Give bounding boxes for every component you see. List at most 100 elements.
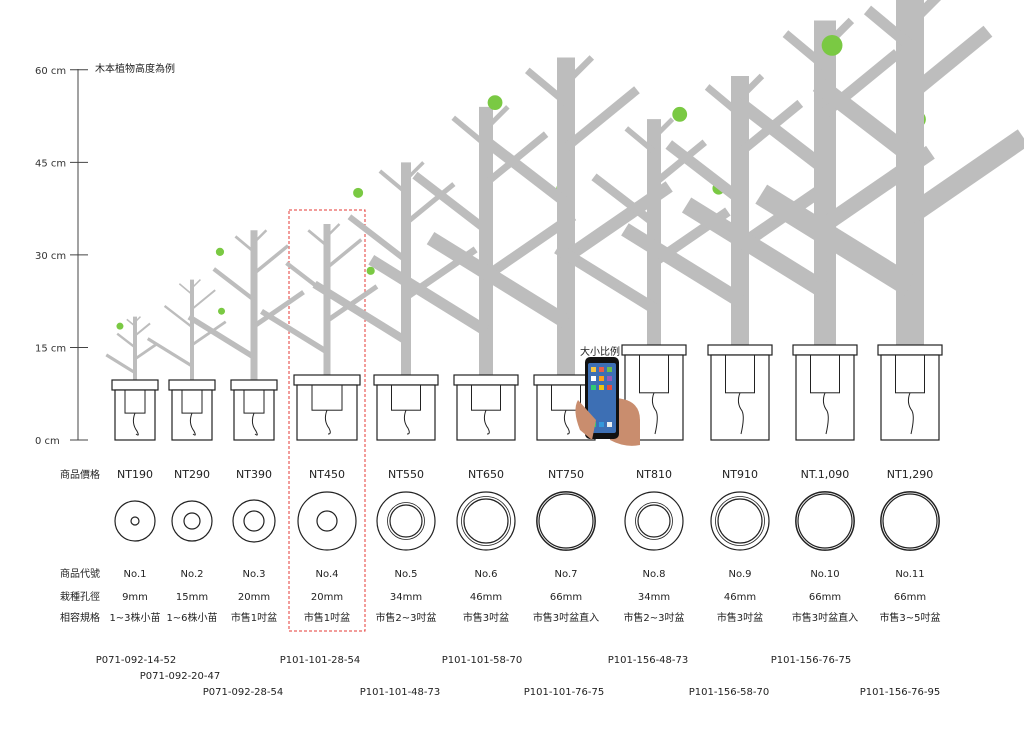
- product-code: No.9: [729, 569, 752, 580]
- product-fit: 市售3吋盆: [717, 611, 763, 624]
- product-hole: 66mm: [809, 592, 841, 603]
- branch: [563, 55, 595, 86]
- pot-body: [233, 389, 275, 441]
- row-labels: 商品價格 商品代號 栽種孔徑 相容規格: [60, 468, 100, 624]
- product-fit: 市售2~3吋盆: [375, 611, 436, 624]
- product-fit: 市售3~5吋盆: [879, 611, 940, 624]
- branch: [782, 30, 828, 70]
- product-columns: NT190No.19mm1~3株小苗NT290No.215mm1~6株小苗NT3…: [105, 0, 1024, 624]
- branch: [478, 133, 570, 207]
- branch: [178, 283, 193, 295]
- product-fit: 市售3吋盆直入: [533, 611, 599, 624]
- branch: [163, 304, 193, 328]
- row-label-fit: 相容規格: [60, 611, 100, 624]
- top-view-hole: [882, 493, 938, 549]
- branch: [134, 316, 142, 323]
- phone-in-hand-icon: [575, 357, 640, 446]
- part-number: P101-156-48-73: [608, 655, 688, 666]
- product-fit: 市售3吋盆直入: [792, 611, 858, 624]
- product-code: No.11: [895, 569, 924, 580]
- product-price: NT390: [236, 468, 272, 481]
- top-view-outer-ring: [171, 500, 213, 542]
- product-fit: 1~3株小苗: [109, 611, 160, 624]
- product-hole: 20mm: [238, 592, 270, 603]
- product-hole: 9mm: [122, 592, 148, 603]
- axis-tick-label: 60 cm: [35, 66, 66, 77]
- pot-wick: [907, 392, 914, 435]
- product-price: NT1,290: [887, 468, 933, 481]
- pot-body: [376, 384, 436, 441]
- top-view-hole: [130, 516, 140, 526]
- part-numbers: P071-092-14-52P071-092-20-47P071-092-28-…: [96, 655, 940, 698]
- branch: [325, 238, 363, 270]
- branch: [191, 279, 201, 289]
- part-number: P071-092-28-54: [203, 687, 283, 698]
- branch: [652, 117, 675, 140]
- leaf: [116, 322, 124, 330]
- top-view-hole: [389, 504, 423, 538]
- product-hole: 66mm: [894, 592, 926, 603]
- leaf: [218, 307, 226, 315]
- product-hole: 46mm: [470, 592, 502, 603]
- branch: [134, 322, 151, 337]
- branch: [187, 314, 256, 360]
- branch: [591, 173, 657, 227]
- top-view-hole: [717, 498, 763, 544]
- part-number: P101-156-58-70: [689, 687, 769, 698]
- leaf: [215, 247, 225, 256]
- product-price: NT290: [174, 468, 210, 481]
- product-price: NT910: [722, 468, 758, 481]
- leaf: [487, 95, 503, 111]
- product-code: No.1: [124, 569, 147, 580]
- part-number: P101-101-48-73: [360, 687, 440, 698]
- plant-4: [260, 223, 379, 380]
- leaf: [672, 106, 688, 122]
- branch: [307, 229, 328, 247]
- branch: [326, 223, 341, 238]
- top-view-outer-ring: [456, 491, 516, 551]
- part-number: P071-092-14-52: [96, 655, 176, 666]
- branch: [191, 320, 227, 347]
- branch: [426, 231, 570, 329]
- scale-callout-label: 大小比例: [580, 345, 620, 358]
- product-price: NT550: [388, 468, 424, 481]
- branch: [651, 139, 708, 187]
- branch: [126, 318, 136, 327]
- axis-tick-label: 0 cm: [35, 436, 60, 447]
- branch: [191, 289, 216, 310]
- branch: [234, 235, 255, 253]
- branch: [624, 126, 656, 154]
- pot-rim: [111, 379, 159, 391]
- product-hole: 20mm: [311, 592, 343, 603]
- branch: [260, 309, 329, 355]
- row-label-code: 商品代號: [60, 567, 100, 580]
- branch: [735, 97, 830, 174]
- top-view-hole: [316, 510, 338, 532]
- part-number: P071-092-20-47: [140, 671, 220, 682]
- pot-wick: [324, 410, 331, 435]
- top-view-hole-lip: [795, 491, 855, 551]
- axis-caption: 木本植物高度為例: [95, 62, 175, 75]
- plant-2: [146, 279, 227, 385]
- pot-wick: [403, 410, 410, 435]
- branch: [812, 77, 916, 162]
- scale-callout: 大小比例: [575, 345, 640, 446]
- top-view-hole: [243, 510, 265, 532]
- product-fit: 市售1吋盆: [231, 611, 277, 624]
- product-code: No.3: [243, 569, 266, 580]
- leaf: [821, 34, 843, 56]
- product-code: No.10: [810, 569, 839, 580]
- branch: [116, 332, 136, 349]
- top-view-hole-lip: [536, 491, 596, 551]
- product-fit: 1~6株小苗: [166, 611, 217, 624]
- plant-7: [426, 55, 673, 380]
- top-view-hole: [538, 493, 594, 549]
- branch: [906, 0, 942, 28]
